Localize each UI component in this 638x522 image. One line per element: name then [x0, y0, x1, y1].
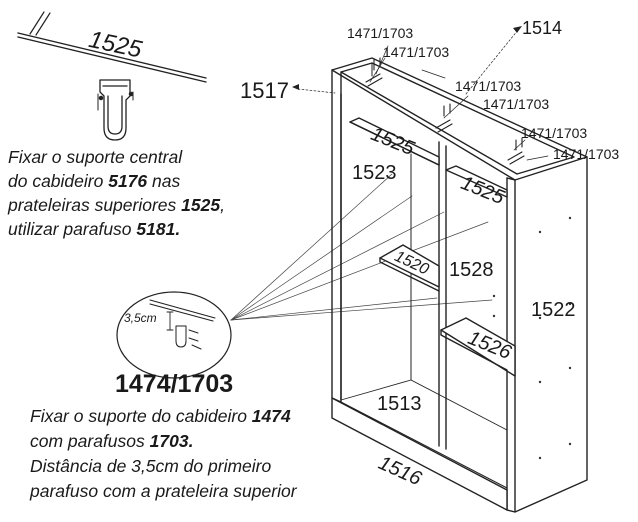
label-screws-b: 1471/1703 — [455, 78, 522, 94]
arrow-1517-icon — [292, 84, 299, 90]
instruction-top-line-3: prateleiras superiores 1525, — [8, 195, 225, 215]
instruction-bottom-line-4: parafuso com a prateleira superior — [30, 481, 297, 501]
label-screws-top: 1471/1703 — [347, 25, 414, 41]
instruction-top-line-1: Fixar o suporte central — [8, 147, 183, 167]
central-bracket-icon — [97, 79, 134, 141]
label-panel-1523: 1523 — [352, 162, 397, 184]
instruction-bottom-line-3: Distância de 3,5cm do primeiro — [30, 456, 272, 476]
label-screw-1514: 1514 — [522, 18, 563, 38]
top-shelf-detail — [17, 11, 207, 83]
label-piece-1517: 1517 — [240, 78, 289, 103]
detail-code: 1474/1703 — [115, 370, 234, 398]
label-screws-a: 1471/1703 — [383, 44, 450, 60]
instruction-bottom-line-1: Fixar o suporte do cabideiro 1474 — [30, 406, 291, 426]
label-detail-measure: 3,5cm — [124, 311, 157, 325]
leader-lines — [297, 29, 549, 161]
arrow-1514-icon — [513, 26, 522, 33]
wardrobe — [331, 57, 588, 513]
label-screws-e: 1471/1703 — [553, 146, 620, 162]
detail-circle — [116, 291, 232, 379]
detail-pointer-lines — [230, 173, 493, 321]
label-panel-1522: 1522 — [531, 299, 576, 321]
instruction-bottom-line-2: com parafusos 1703. — [30, 431, 194, 451]
label-screws-d: 1471/1703 — [521, 125, 588, 141]
label-base-1513: 1513 — [377, 393, 422, 415]
label-panel-1528: 1528 — [449, 259, 494, 281]
instruction-top-line-2: do cabideiro 5176 nas — [8, 171, 181, 191]
instruction-top-line-4: utilizar parafuso 5181. — [8, 219, 181, 239]
label-screws-c: 1471/1703 — [483, 96, 550, 112]
